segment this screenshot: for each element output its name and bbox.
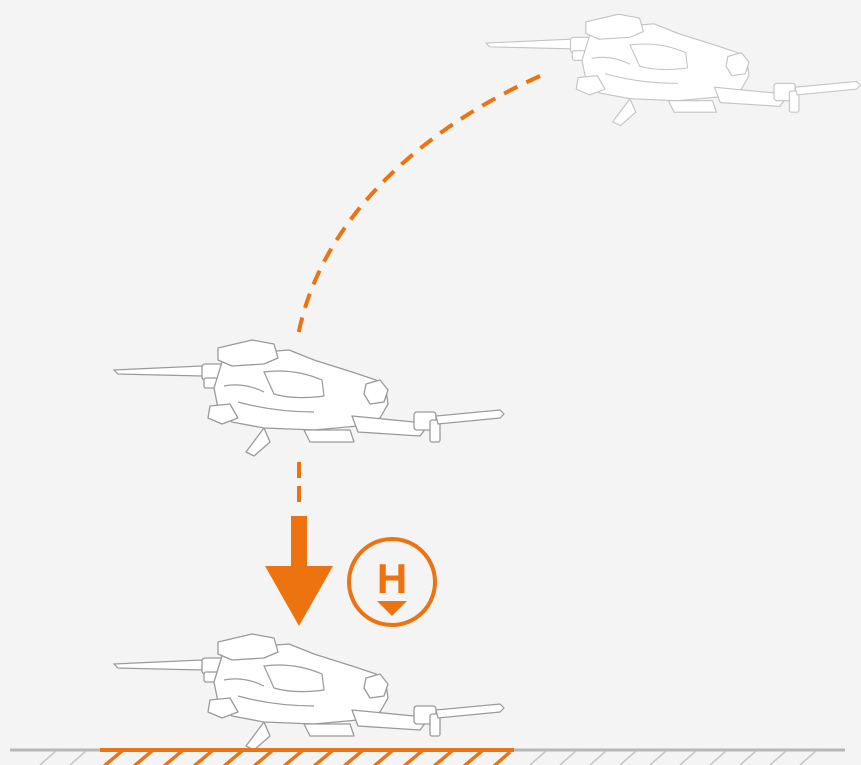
- flight-path-arc: [298, 76, 540, 336]
- hatched-landing-zone: [100, 750, 514, 765]
- drone-landed-position: [114, 634, 504, 750]
- drone-start-position: [486, 14, 860, 125]
- down-arrow-icon: [265, 516, 333, 626]
- drone-hover-position: [114, 340, 504, 456]
- home-point-letter: H: [377, 555, 407, 602]
- ground-hatching: [40, 751, 816, 765]
- home-point-landing-icon: H: [349, 539, 435, 625]
